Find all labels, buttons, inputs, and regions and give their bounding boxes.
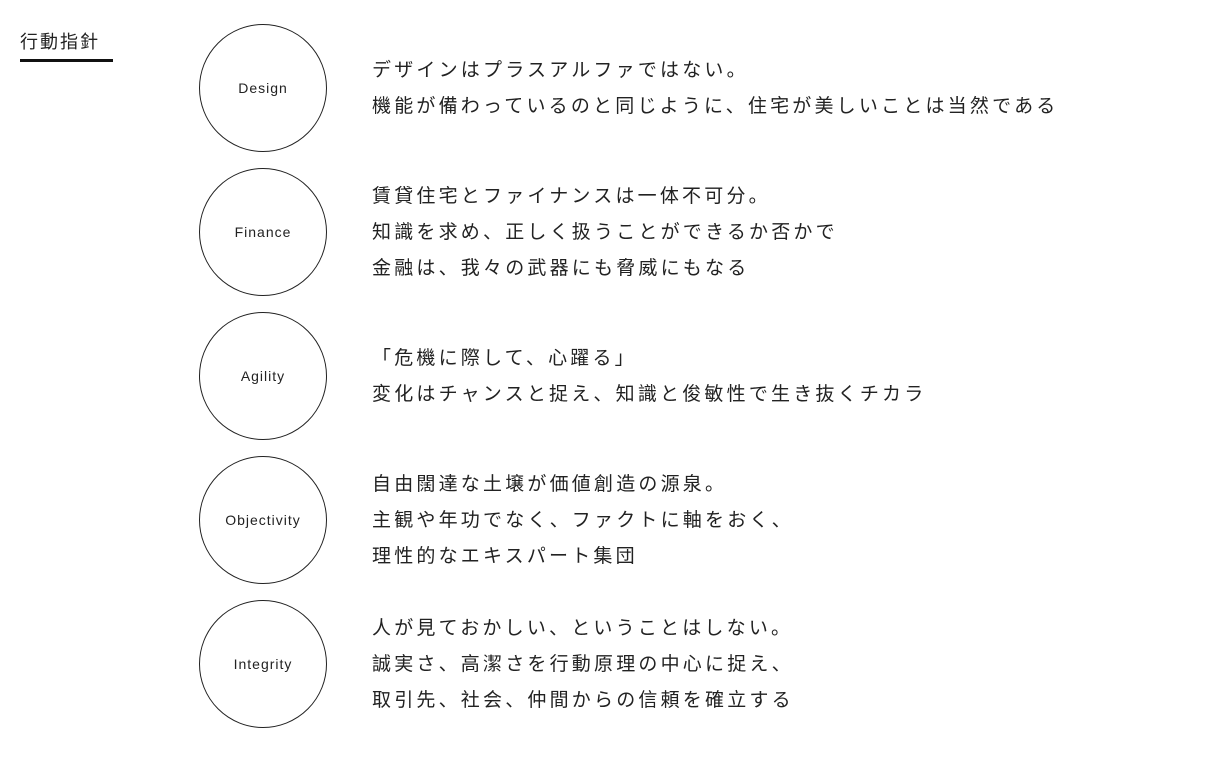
- description-line: 変化はチャンスと捉え、知識と俊敏性で生き抜くチカラ: [372, 383, 927, 405]
- value-row-integrity: Integrity 人が見ておかしい、ということはしない。誠実さ、高潔さを行動原理…: [199, 600, 1199, 728]
- value-row-design: Design デザインはプラスアルファではない。機能が備わっているのと同じように、…: [199, 24, 1199, 152]
- description-line: デザインはプラスアルファではない。: [372, 59, 749, 81]
- value-circle: Integrity: [199, 600, 327, 728]
- page-title: 行動指針: [20, 32, 100, 53]
- description-line: 主観や年功でなく、ファクトに軸をおく、: [372, 509, 794, 531]
- description-line: 機能が備わっているのと同じように、住宅が美しいことは当然である: [372, 95, 1059, 117]
- description-line: 人が見ておかしい、ということはしない。: [372, 617, 794, 639]
- description-line: 自由闊達な土壌が価値創造の源泉。: [372, 473, 728, 495]
- value-description: デザインはプラスアルファではない。機能が備わっているのと同じように、住宅が美しい…: [372, 24, 1059, 152]
- description-line: 「危機に際して、心躍る」: [372, 347, 637, 369]
- value-row-finance: Finance 賃貸住宅とファイナンスは一体不可分。知識を求め、正しく扱うことがで…: [199, 168, 1199, 296]
- description-line: 誠実さ、高潔さを行動原理の中心に捉え、: [372, 653, 794, 675]
- value-description: 賃貸住宅とファイナンスは一体不可分。知識を求め、正しく扱うことができるか否かで金…: [372, 168, 838, 296]
- value-circle: Objectivity: [199, 456, 327, 584]
- value-description: 人が見ておかしい、ということはしない。誠実さ、高潔さを行動原理の中心に捉え、取引…: [372, 600, 794, 728]
- value-description: 「危機に際して、心躍る」変化はチャンスと捉え、知識と俊敏性で生き抜くチカラ: [372, 312, 926, 440]
- description-line: 取引先、社会、仲間からの信頼を確立する: [372, 689, 794, 711]
- value-row-objectivity: Objectivity 自由闊達な土壌が価値創造の源泉。主観や年功でなく、ファクト…: [199, 456, 1199, 584]
- value-circle: Finance: [199, 168, 327, 296]
- description-line: 理性的なエキスパート集団: [372, 545, 638, 567]
- value-description: 自由闊達な土壌が価値創造の源泉。主観や年功でなく、ファクトに軸をおく、理性的なエ…: [372, 456, 794, 584]
- value-row-agility: Agility 「危機に際して、心躍る」変化はチャンスと捉え、知識と俊敏性で生き抜…: [199, 312, 1199, 440]
- description-line: 知識を求め、正しく扱うことができるか否かで: [372, 221, 838, 243]
- description-line: 金融は、我々の武器にも脅威にもなる: [372, 257, 750, 279]
- title-underline: [20, 59, 113, 62]
- description-line: 賃貸住宅とファイナンスは一体不可分。: [372, 185, 771, 207]
- value-circle: Agility: [199, 312, 327, 440]
- value-circle: Design: [199, 24, 327, 152]
